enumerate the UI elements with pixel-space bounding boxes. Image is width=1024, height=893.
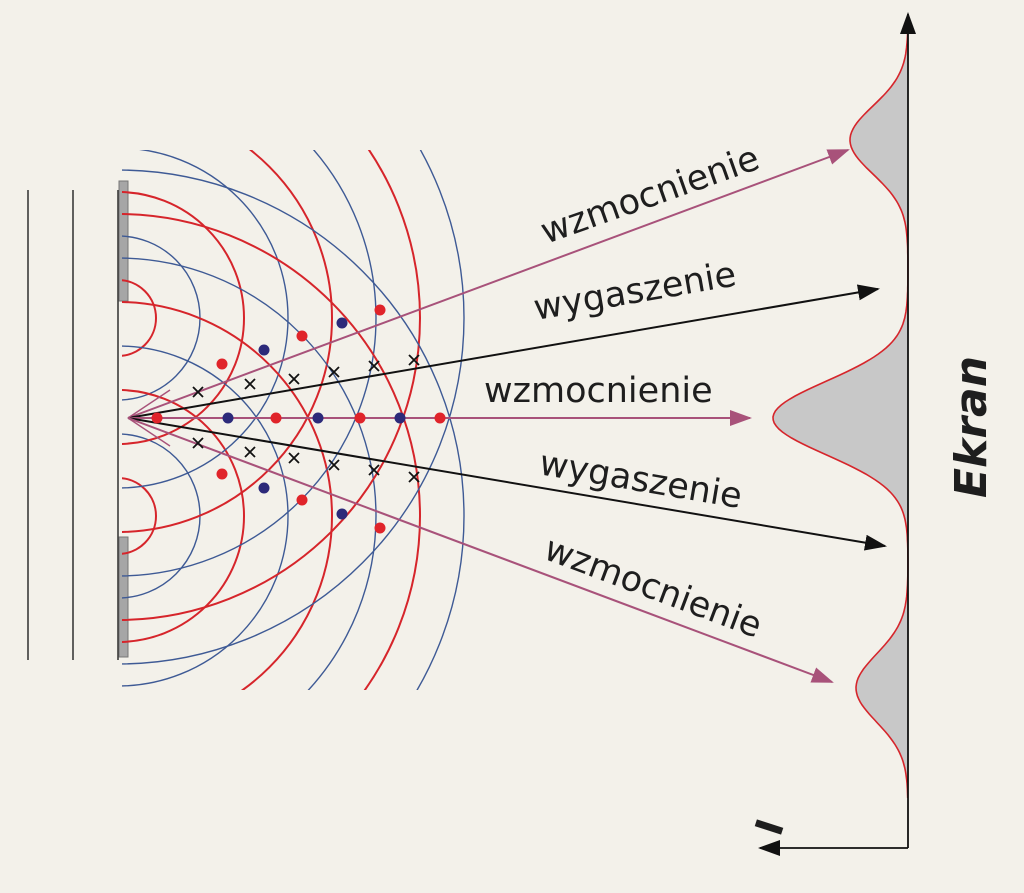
wavefront-upper <box>122 150 377 577</box>
destructive-node-mark <box>192 437 204 449</box>
node-point <box>394 412 406 424</box>
constructive-point <box>374 304 386 316</box>
node-point <box>222 412 234 424</box>
constructive-point <box>434 412 446 424</box>
destructive-node-mark <box>368 360 380 372</box>
wavefront-lower <box>122 477 157 555</box>
screen-label: Ekran <box>946 356 997 498</box>
constructive-point <box>270 412 282 424</box>
destructive-node-mark <box>368 464 380 476</box>
wavefront-lower <box>122 169 465 690</box>
ray-lower-max <box>127 417 834 683</box>
constructive-point <box>296 494 308 506</box>
circular-wavefronts <box>122 150 465 690</box>
constructive-point <box>151 412 163 424</box>
node-point <box>336 317 348 329</box>
node-point <box>258 344 270 356</box>
label-upper-max: wzmocnienie <box>536 138 765 252</box>
constructive-point <box>216 358 228 370</box>
node-point <box>312 412 324 424</box>
wavefront-lower <box>122 213 421 690</box>
wavefront-upper <box>122 150 465 665</box>
label-lower-max: wzmocnienie <box>539 529 767 647</box>
label-central-max: wzmocnienie <box>484 371 713 411</box>
ray-lower-min <box>127 417 887 551</box>
intensity-label: I <box>747 814 793 841</box>
destructive-node-mark <box>244 378 256 390</box>
rays <box>127 149 887 683</box>
destructive-node-mark <box>192 386 204 398</box>
node-point <box>258 482 270 494</box>
wavefront-upper <box>122 150 421 621</box>
wavefront-lower <box>122 301 333 690</box>
constructive-point <box>216 468 228 480</box>
wavefront-upper <box>122 279 157 357</box>
wavefront-upper <box>122 191 245 445</box>
slit-barrier <box>118 180 129 658</box>
screen-intensity-profile <box>758 12 916 856</box>
wavefront-lower <box>122 345 289 687</box>
plane-wavefronts <box>27 190 119 660</box>
destructive-node-mark <box>288 452 300 464</box>
wavefront-lower <box>122 389 245 643</box>
constructive-point <box>296 330 308 342</box>
constructive-point <box>354 412 366 424</box>
wavefront-upper <box>122 150 333 533</box>
destructive-node-mark <box>408 471 420 483</box>
interference-points <box>151 304 446 534</box>
destructive-node-mark <box>328 459 340 471</box>
label-lower-min: wygaszenie <box>536 443 744 517</box>
wavefront-lower <box>122 257 377 690</box>
destructive-node-mark <box>408 354 420 366</box>
destructive-node-mark <box>244 446 256 458</box>
ray-upper-max <box>127 149 850 419</box>
constructive-point <box>374 522 386 534</box>
node-point <box>336 508 348 520</box>
ray-upper-min <box>127 284 880 419</box>
destructive-node-mark <box>328 366 340 378</box>
destructive-node-mark <box>288 373 300 385</box>
wavefront-upper <box>122 150 289 489</box>
